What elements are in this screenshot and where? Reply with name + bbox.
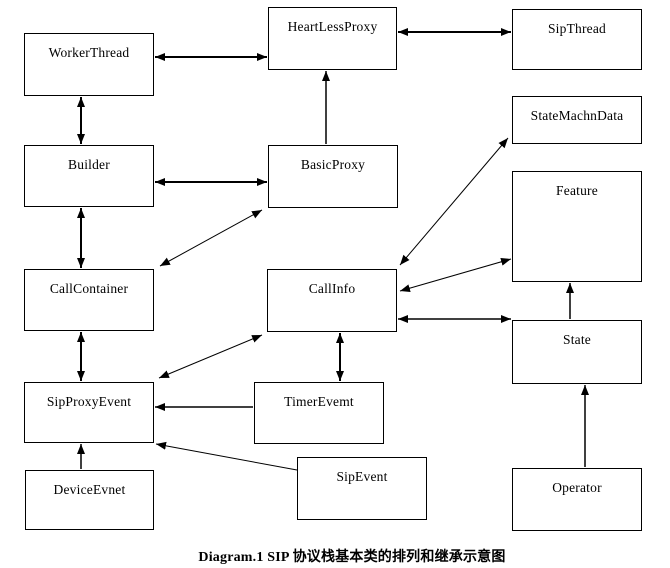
node-label: Builder (68, 157, 110, 172)
node-label: Feature (556, 183, 598, 198)
node-label: SipProxyEvent (46, 394, 132, 409)
node-call-info: CallInfo (267, 269, 397, 332)
node-timer-evemt: TimerEvemt (254, 382, 384, 444)
node-heartless-proxy: HeartLessProxy (268, 7, 397, 70)
node-sip-event: SipEvent (297, 457, 427, 520)
node-label: TimerEvemt (284, 394, 354, 409)
node-sip-thread: SipThread (512, 9, 642, 70)
node-builder: Builder (24, 145, 154, 207)
node-state: State (512, 320, 642, 384)
diagram-caption: Diagram.1 SIP 协议栈基本类的排列和继承示意图 (198, 550, 506, 565)
node-worker-thread: WorkerThread (24, 33, 154, 96)
node-operator: Operator (512, 468, 642, 531)
node-label: DeviceEvnet (53, 482, 126, 497)
node-label: BasicProxy (300, 157, 366, 172)
node-sip-proxy-event: SipProxyEvent (24, 382, 154, 443)
edge-sip-event-sip-proxy-event (155, 441, 298, 471)
node-state-machn-data: StateMachnData (512, 96, 642, 144)
node-label: Operator (552, 480, 602, 495)
node-feature: Feature (512, 171, 642, 282)
edge-sip-proxy-event-call-info (158, 334, 263, 379)
edge-call-info-state-machn-data (399, 137, 509, 266)
node-label: SipThread (547, 21, 607, 36)
node-label: WorkerThread (48, 45, 130, 60)
node-label: HeartLessProxy (287, 19, 378, 34)
node-label: CallInfo (308, 281, 356, 296)
node-call-container: CallContainer (24, 269, 154, 331)
node-label: SipEvent (336, 469, 388, 484)
node-label: State (563, 332, 591, 347)
node-device-evnet: DeviceEvnet (25, 470, 154, 530)
edge-call-info-feature (399, 257, 512, 293)
node-label: CallContainer (49, 281, 129, 296)
edge-basic-proxy-call-container (159, 209, 263, 267)
node-label: StateMachnData (530, 108, 624, 123)
node-basic-proxy: BasicProxy (268, 145, 398, 208)
